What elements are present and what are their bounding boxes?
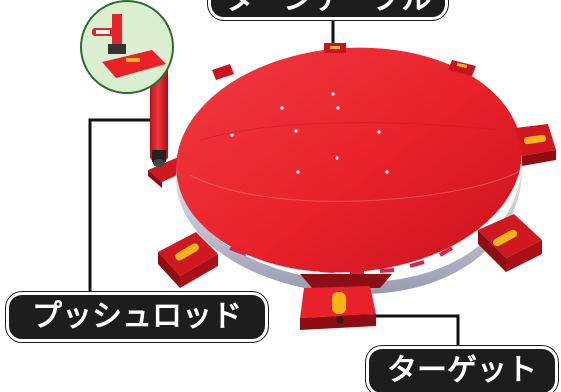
label-target: ターゲット — [366, 346, 558, 392]
target-block-front — [300, 286, 376, 330]
turntable-top — [176, 47, 522, 273]
inset-detail-illustration — [80, 0, 174, 94]
target-block-bottom-left — [158, 232, 218, 288]
rim-tab — [212, 64, 234, 80]
target-block-bottom-right — [478, 214, 542, 272]
target-block-right — [515, 124, 556, 166]
leader-line-push-rod — [88, 118, 160, 298]
rod-detail-icon — [92, 14, 166, 78]
rim-tab — [448, 60, 476, 76]
label-push-rod: プッシュロッド — [6, 292, 268, 342]
label-turntable: ターンテーブル — [208, 0, 448, 20]
table-pedestal — [300, 274, 392, 288]
table-screws — [230, 92, 389, 174]
